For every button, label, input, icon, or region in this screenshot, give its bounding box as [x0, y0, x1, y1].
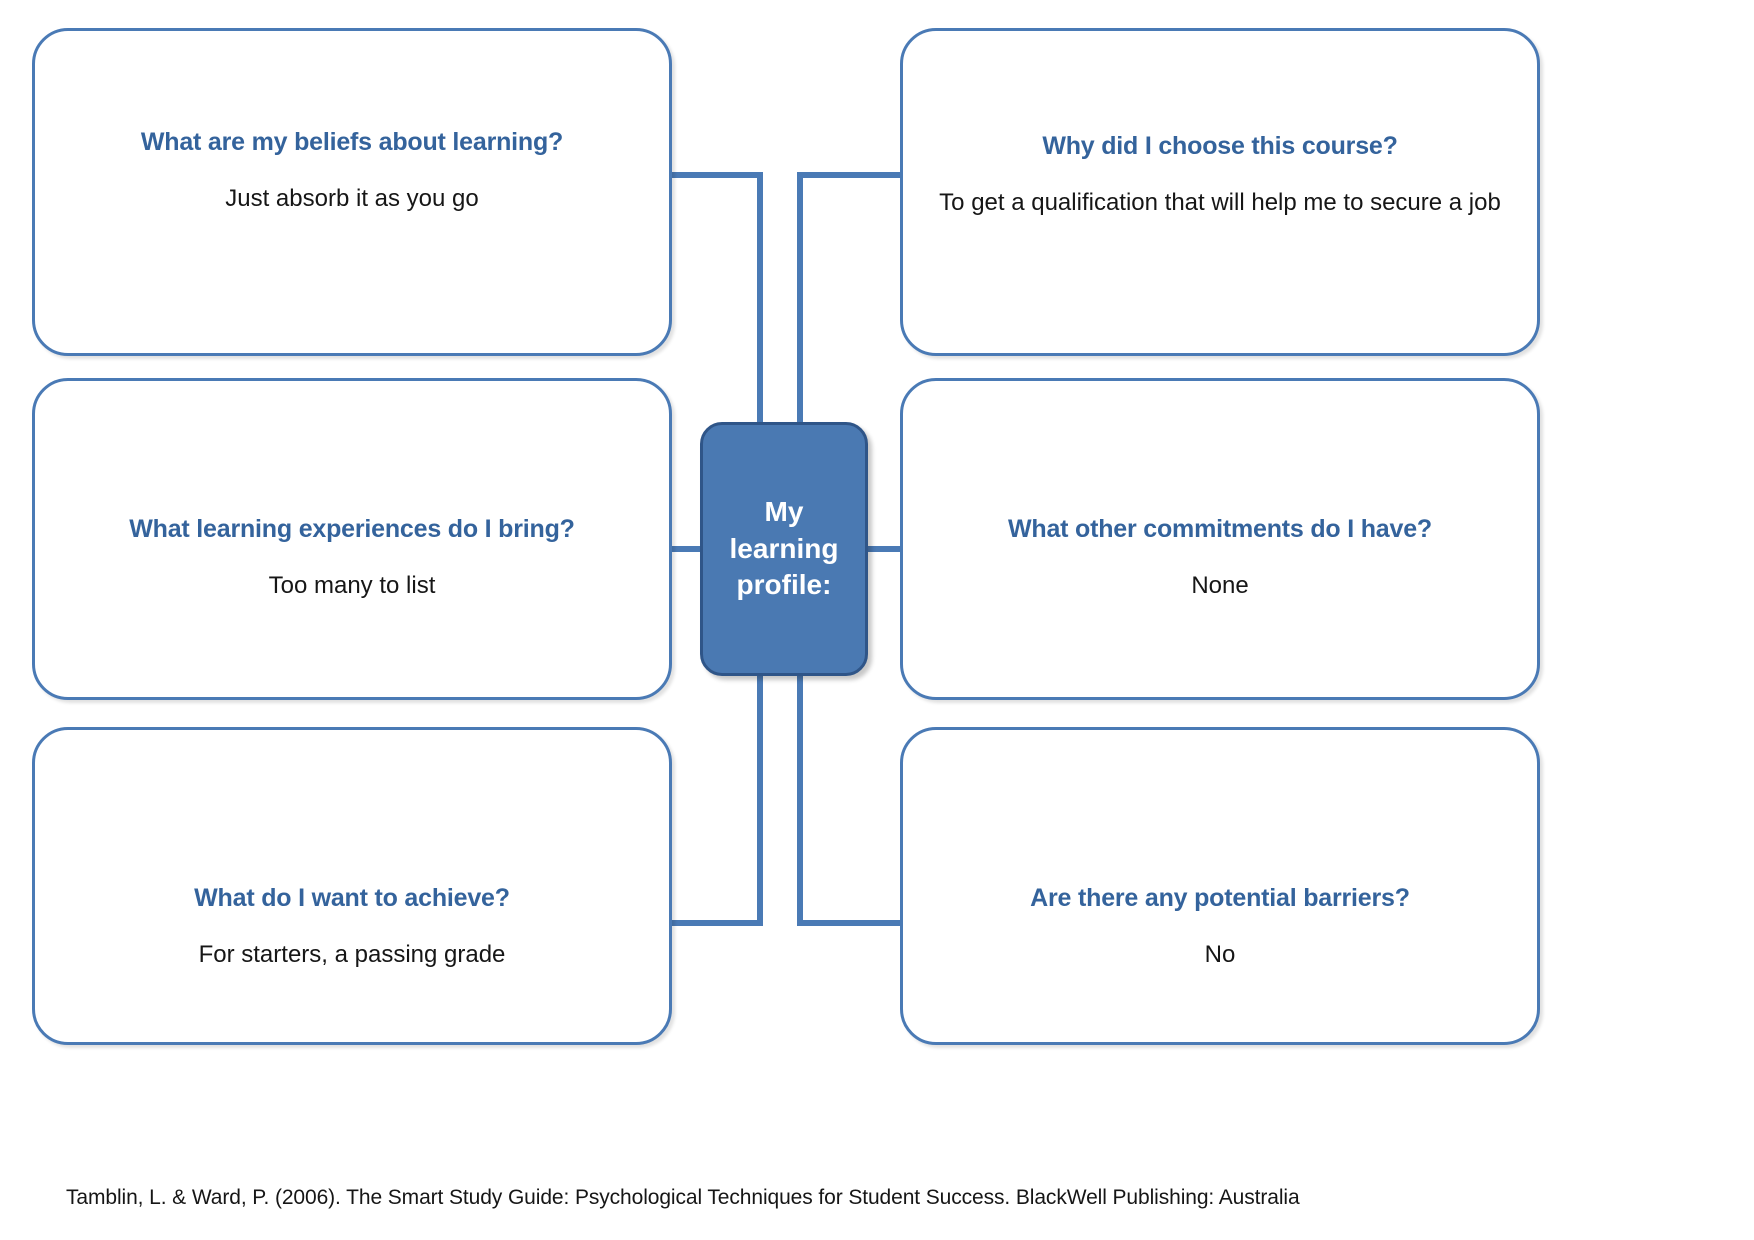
node-beliefs[interactable]: What are my beliefs about learning? Just… — [32, 28, 672, 356]
node-beliefs-content: What are my beliefs about learning? Just… — [35, 127, 669, 214]
citation-text: Tamblin, L. & Ward, P. (2006). The Smart… — [66, 1186, 1300, 1209]
node-course-question: Why did I choose this course? — [1042, 131, 1398, 160]
node-course-content: Why did I choose this course? To get a q… — [903, 131, 1537, 218]
node-achieve[interactable]: What do I want to achieve? For starters,… — [32, 727, 672, 1045]
node-course-answer: To get a qualification that will help me… — [939, 188, 1501, 216]
node-commitments-question: What other commitments do I have? — [1007, 514, 1432, 543]
node-commitments[interactable]: What other commitments do I have? None — [900, 378, 1540, 700]
node-commitments-content: What other commitments do I have? None — [903, 514, 1537, 601]
center-node-label: My learning profile: — [729, 495, 839, 601]
node-achieve-question: What do I want to achieve? — [194, 883, 510, 912]
node-beliefs-question: What are my beliefs about learning? — [140, 127, 564, 156]
node-beliefs-answer: Just absorb it as you go — [225, 184, 479, 212]
node-course[interactable]: Why did I choose this course? To get a q… — [900, 28, 1540, 356]
node-experiences-question: What learning experiences do I bring? — [129, 514, 575, 543]
node-achieve-content: What do I want to achieve? For starters,… — [35, 883, 669, 970]
node-barriers-content: Are there any potential barriers? No — [903, 883, 1537, 970]
node-experiences[interactable]: What learning experiences do I bring? To… — [32, 378, 672, 700]
node-experiences-answer: Too many to list — [268, 571, 436, 599]
node-achieve-answer: For starters, a passing grade — [198, 940, 506, 968]
node-experiences-content: What learning experiences do I bring? To… — [35, 514, 669, 601]
center-node[interactable]: My learning profile: — [700, 422, 868, 676]
node-barriers[interactable]: Are there any potential barriers? No — [900, 727, 1540, 1045]
node-barriers-question: Are there any potential barriers? — [1030, 883, 1410, 912]
node-commitments-answer: None — [1191, 571, 1249, 599]
node-barriers-answer: No — [1204, 940, 1236, 968]
